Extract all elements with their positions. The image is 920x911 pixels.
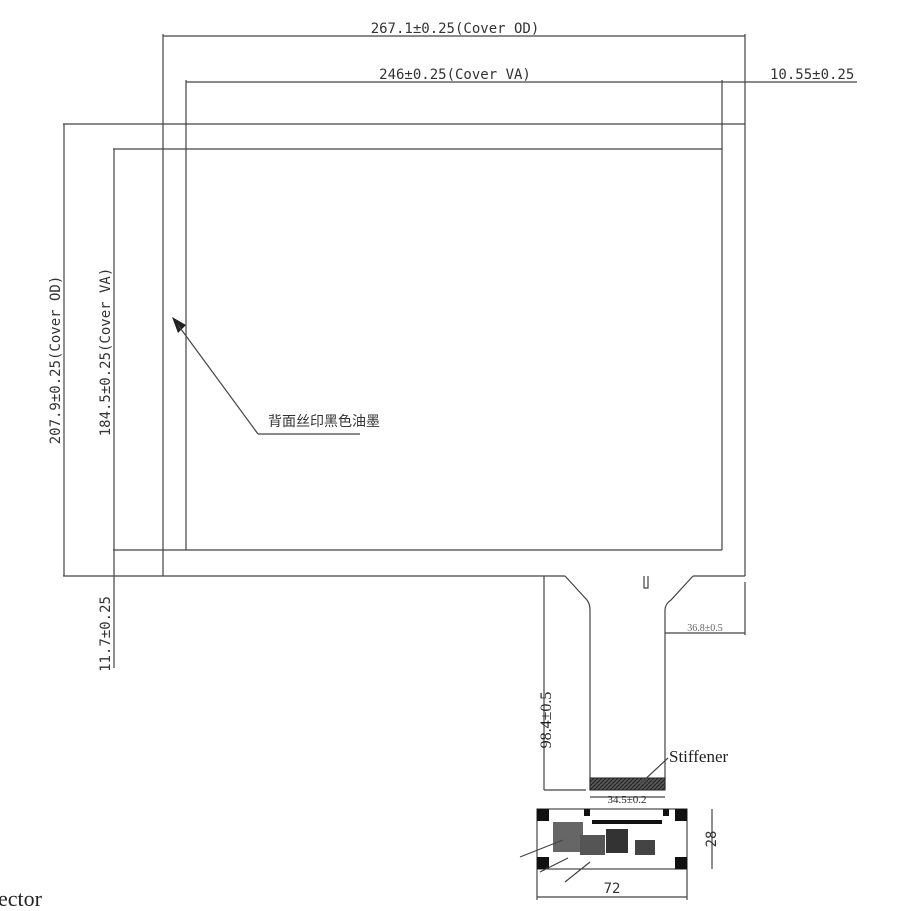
connector-pcb: [519, 808, 688, 883]
stiffener-label: Stiffener: [639, 747, 729, 785]
cover-outline: [63, 34, 746, 577]
dim-stiffener-width: 34.5±0.2: [590, 794, 665, 806]
dim-cover-va-width: 246±0.25(Cover VA): [186, 67, 722, 83]
dim-label: 207.9±0.25(Cover OD): [48, 276, 64, 445]
dim-label: 184.5±0.25(Cover VA): [98, 268, 114, 437]
dim-label: 246±0.25(Cover VA): [379, 67, 531, 83]
dim-label: 28: [704, 831, 720, 848]
fpc-tail: [564, 575, 694, 791]
dim-label: 10.55±0.25: [770, 67, 854, 83]
view-area-outline: [113, 80, 723, 551]
dim-label: 98.4±0.5: [538, 692, 555, 749]
connector-caption: ector: [0, 886, 43, 911]
dim-pcb-height: 28: [704, 809, 720, 869]
dim-cover-od-height: 207.9±0.25(Cover OD): [48, 124, 65, 576]
ink-note-label: 背面丝印黑色油墨: [268, 413, 380, 430]
dim-pcb-width: 72: [536, 869, 688, 900]
dim-label: 11.7±0.25: [98, 596, 114, 672]
dim-label: 36.8±0.5: [687, 623, 723, 634]
dim-label: 72: [604, 881, 621, 897]
stiffener-text: Stiffener: [669, 747, 729, 766]
dim-right-offset: 10.55±0.25: [722, 67, 857, 83]
dim-label: 267.1±0.25(Cover OD): [371, 21, 540, 37]
arrow-icon: [172, 317, 186, 333]
dim-cover-od-width: 267.1±0.25(Cover OD): [163, 21, 745, 37]
dim-fpc-length: 98.4±0.5: [538, 576, 586, 791]
ink-note-leader: 背面丝印黑色油墨: [172, 317, 380, 435]
dim-cover-va-height: 184.5±0.25(Cover VA) 11.7±0.25: [98, 149, 115, 672]
dim-fpc-offset: 36.8±0.5: [665, 582, 746, 635]
dim-label: 34.5±0.2: [607, 794, 646, 806]
stiffener: [589, 777, 666, 791]
